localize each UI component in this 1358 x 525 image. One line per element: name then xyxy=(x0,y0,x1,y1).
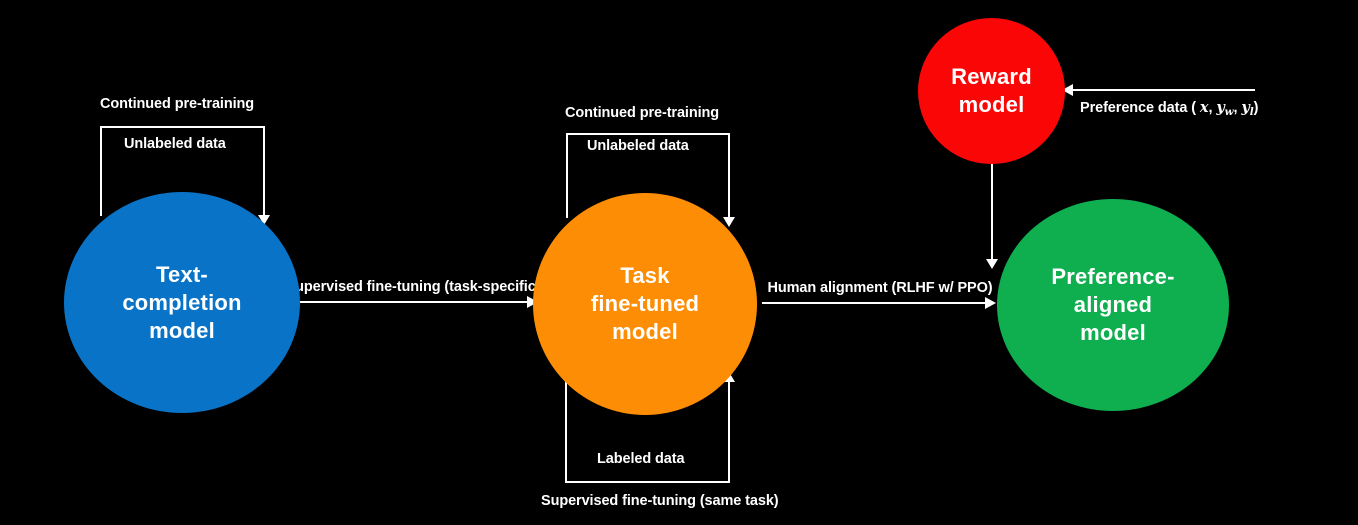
node-reward-model: Reward model xyxy=(918,18,1065,164)
arrowhead-right-icon xyxy=(527,296,538,308)
arrow-line-preference-data xyxy=(1072,89,1255,91)
edge-label-continued-pretraining-mid: Continued pre-training xyxy=(565,105,720,121)
edge-label-sft-same-task: Supervised fine-tuning (same task) xyxy=(541,493,779,509)
edge-label-human-alignment: Human alignment (RLHF w/ PPO) xyxy=(767,280,993,296)
node-label-line: Text- xyxy=(156,261,208,287)
arrow-line-reward-to-alignment xyxy=(991,163,993,260)
arrowhead-down-icon xyxy=(723,217,735,227)
preference-data-prefix: Preference data ( xyxy=(1080,100,1200,116)
preference-data-sep: , xyxy=(1208,100,1217,116)
node-label-text-completion: Text- completion model xyxy=(122,261,241,345)
preference-data-sep: , xyxy=(1233,100,1242,116)
node-label-line: completion xyxy=(122,289,242,315)
edge-label-unlabeled-data-mid: Unlabeled data xyxy=(587,138,689,154)
math-sub-l: l xyxy=(1249,105,1254,118)
node-preference-aligned-model: Preference- aligned model xyxy=(997,199,1229,411)
loop-arrow-continued-pretraining-left xyxy=(100,126,265,216)
arrowhead-down-icon xyxy=(986,259,998,269)
math-sub-w: w xyxy=(1224,105,1234,118)
node-label-reward: Reward model xyxy=(951,63,1032,119)
loop-arrow-continued-pretraining-mid xyxy=(566,133,730,218)
node-label-line: aligned xyxy=(1073,292,1153,317)
node-label-line: Task xyxy=(620,263,670,288)
node-label-line: model xyxy=(612,319,678,344)
node-label-line: fine-tuned xyxy=(590,291,700,316)
node-label-line: model xyxy=(1080,320,1146,345)
math-var-x: x xyxy=(1199,99,1209,116)
node-label-line: model xyxy=(958,92,1025,117)
node-label-task-fine-tuned: Task fine-tuned model xyxy=(591,262,699,346)
node-label-preference-aligned: Preference- aligned model xyxy=(1051,263,1174,347)
math-var-y: y xyxy=(1216,99,1225,116)
loop-arrow-sft-same-task xyxy=(565,381,730,483)
arrowhead-right-icon xyxy=(985,297,996,309)
edge-label-labeled-data: Labeled data xyxy=(597,451,685,467)
edge-label-unlabeled-data-left: Unlabeled data xyxy=(124,136,226,152)
node-label-line: Reward xyxy=(951,64,1032,89)
node-label-line: Preference- xyxy=(1051,264,1175,289)
math-var-y: y xyxy=(1241,99,1250,116)
node-label-line: model xyxy=(149,317,215,343)
node-task-fine-tuned-model: Task fine-tuned model xyxy=(533,193,757,415)
arrow-line-human-alignment xyxy=(762,302,986,304)
arrowhead-left-icon xyxy=(1062,84,1073,96)
edge-label-preference-data: Preference data ( x, yw, yl) xyxy=(1080,99,1258,118)
arrow-line-sft-task-specific xyxy=(300,301,528,303)
arrowhead-down-icon xyxy=(258,215,270,225)
node-text-completion-model: Text- completion model xyxy=(64,192,300,413)
edge-label-sft-task-specific: Supervised fine-tuning (task-specific) xyxy=(285,279,541,295)
preference-data-suffix: ) xyxy=(1253,100,1259,116)
edge-label-continued-pretraining-left: Continued pre-training xyxy=(100,96,255,112)
